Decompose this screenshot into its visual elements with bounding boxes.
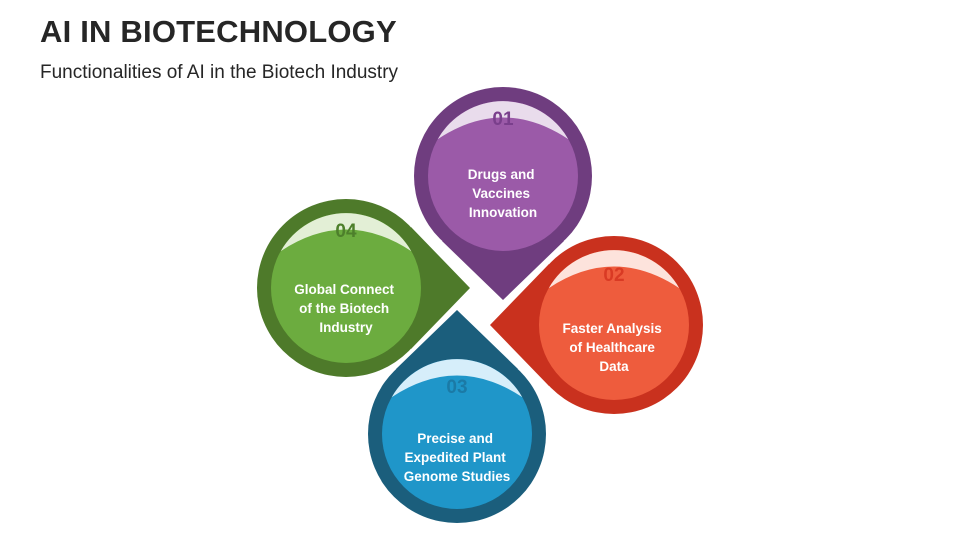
page-title: AI IN BIOTECHNOLOGY	[40, 14, 397, 49]
item-03-label-line-3: Genome Studies	[404, 469, 511, 484]
item-03-number: 03	[446, 377, 467, 398]
item-01-number-cap	[437, 101, 569, 140]
functionality-item-04: 04 Global Connect of the Biotech Industr…	[257, 199, 470, 377]
item-04-inner-circle	[271, 213, 421, 363]
item-03-number-cap	[391, 359, 523, 398]
item-04-label: Global Connect of the Biotech Industry	[294, 282, 398, 335]
item-01-number: 01	[492, 109, 514, 130]
functionality-item-03: 03 Precise and Expedited Plant Genome St…	[368, 310, 546, 523]
item-03-label-line-2: Expedited Plant	[404, 450, 506, 465]
item-04-label-line-3: Industry	[319, 320, 373, 335]
item-02-label: Faster Analysis of Healthcare Data	[562, 321, 665, 374]
item-01-inner-circle	[428, 101, 578, 251]
functionality-item-02: 02 Faster Analysis of Healthcare Data	[490, 236, 703, 414]
item-01-label: Drugs and Vaccines Innovation	[468, 167, 539, 220]
item-02-label-line-3: Data	[599, 359, 629, 374]
item-02-inner-circle	[539, 250, 689, 400]
item-04-label-line-2: of the Biotech	[299, 301, 389, 316]
item-01-label-line-1: Drugs and	[468, 167, 535, 182]
item-03-label: Precise and Expedited Plant Genome Studi…	[404, 431, 511, 484]
item-04-number: 04	[335, 221, 357, 242]
page-subtitle: Functionalities of AI in the Biotech Ind…	[40, 62, 399, 83]
functionality-item-01: 01 Drugs and Vaccines Innovation	[414, 87, 592, 300]
item-02-number: 02	[603, 265, 624, 286]
item-04-label-line-1: Global Connect	[294, 282, 394, 297]
item-02-label-line-2: of Healthcare	[569, 340, 655, 355]
item-03-label-line-1: Precise and	[417, 431, 493, 446]
item-02-label-line-1: Faster Analysis	[562, 321, 661, 336]
item-02-number-cap	[548, 250, 680, 289]
item-01-label-line-3: Innovation	[469, 205, 537, 220]
item-03-inner-circle	[382, 359, 532, 509]
item-04-number-cap	[280, 213, 412, 252]
item-01-label-line-2: Vaccines	[472, 186, 530, 201]
